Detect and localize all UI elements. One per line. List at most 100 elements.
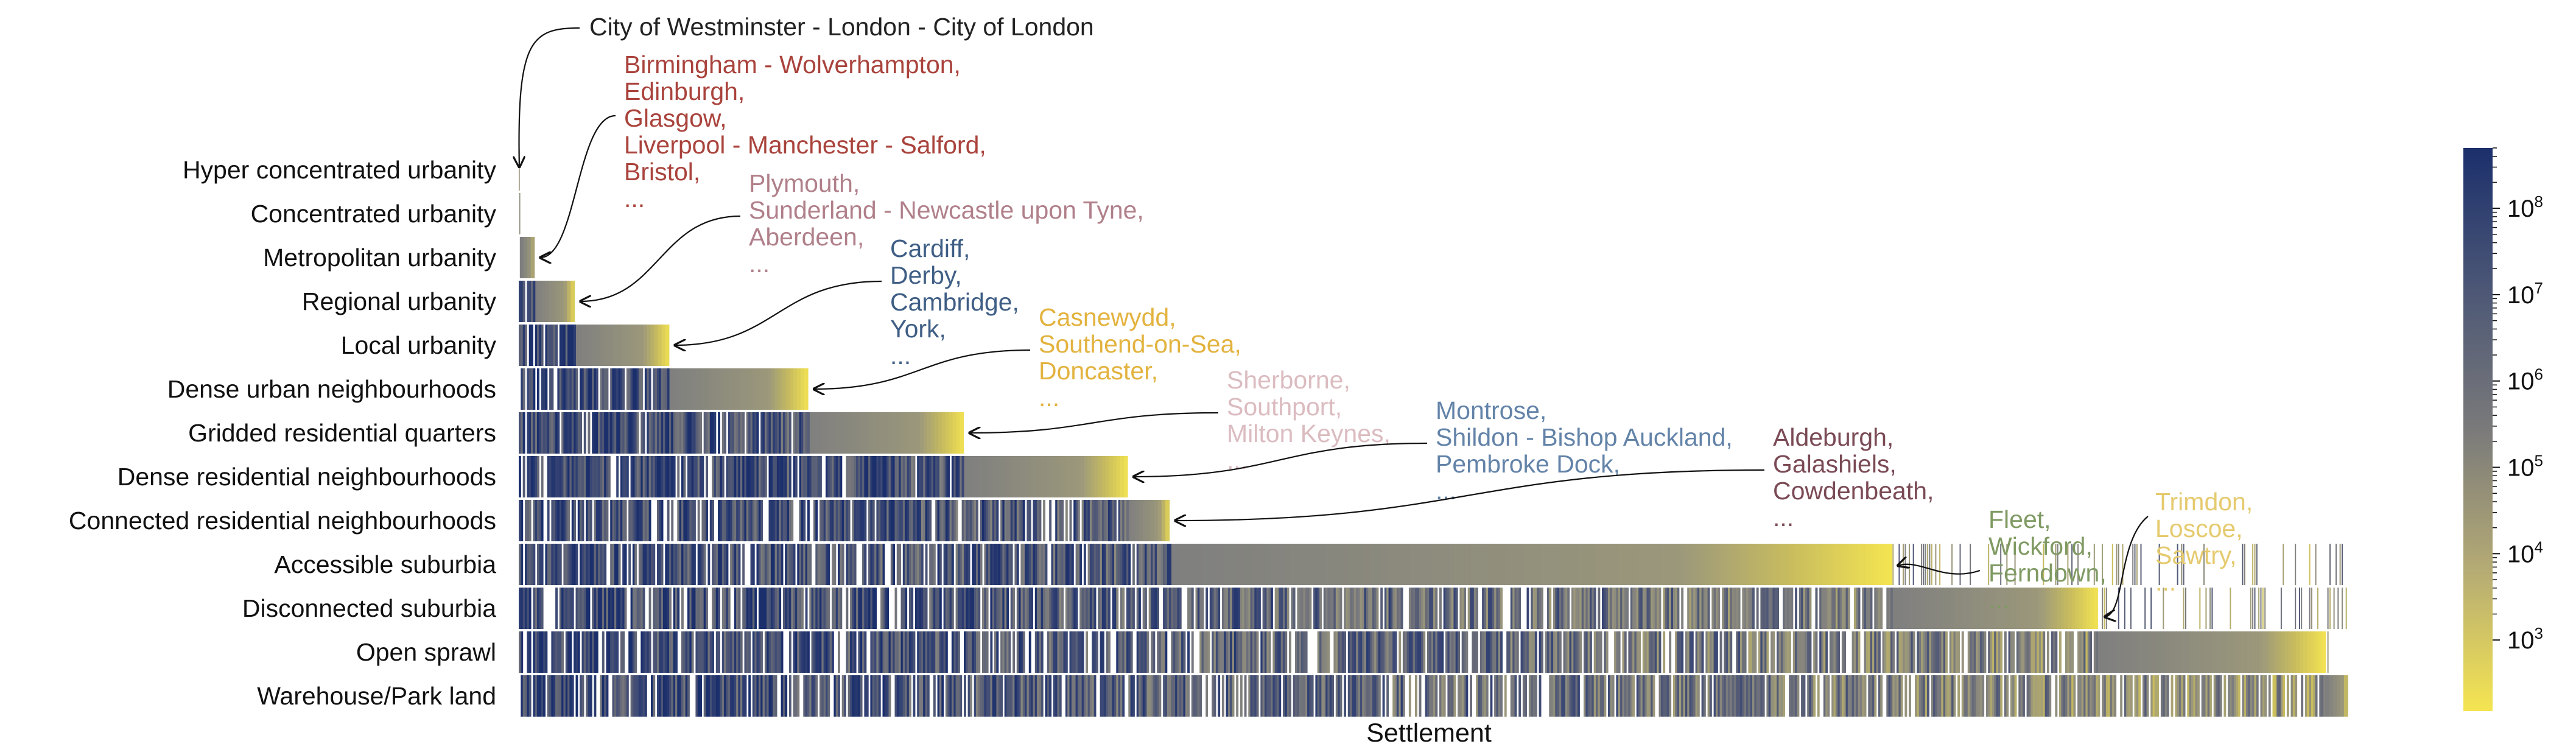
heatmap-cell: [581, 588, 584, 629]
heatmap-cell: [715, 631, 718, 673]
heatmap-cell: [1212, 675, 1215, 717]
heatmap-cell: [958, 588, 960, 629]
heatmap-cell: [2216, 675, 2218, 717]
heatmap-cell: [911, 588, 914, 629]
heatmap-cell: [1578, 631, 1580, 673]
heatmap-cell: [557, 675, 560, 717]
heatmap-cell: [2246, 675, 2248, 717]
heatmap-cell: [1492, 588, 1495, 629]
heatmap-cell: [1136, 675, 1139, 717]
heatmap-cell: [1654, 588, 1657, 629]
heatmap-cell: [2000, 631, 2003, 673]
heatmap-cell: [1150, 500, 1155, 541]
heatmap-cell: [1381, 544, 1385, 585]
heatmap-cell: [2152, 675, 2155, 717]
heatmap-cell: [545, 281, 550, 322]
heatmap-cell: [617, 325, 622, 366]
heatmap-cell: [1876, 631, 1879, 673]
heatmap-cell: [1965, 588, 1970, 629]
heatmap-cell: [2083, 588, 2087, 629]
heatmap-cell: [1392, 631, 1395, 673]
heatmap-cell: [1346, 588, 1349, 629]
heatmap-cell: [1618, 631, 1621, 673]
heatmap-cell: [665, 412, 668, 454]
heatmap-cell: [1604, 675, 1607, 717]
heatmap-cell: [1073, 675, 1076, 717]
heatmap-cell: [574, 412, 576, 454]
heatmap-cell: [657, 588, 659, 629]
heatmap-cell: [788, 544, 791, 585]
heatmap-cell: [1537, 544, 1542, 585]
heatmap-cell: [620, 631, 623, 673]
heatmap-cell: [1335, 675, 1338, 717]
heatmap-cell: [616, 412, 619, 454]
heatmap-cell: [868, 544, 871, 585]
heatmap-cell: [1272, 675, 1276, 717]
heatmap-cell: [644, 631, 647, 673]
heatmap-cell: [919, 631, 922, 673]
heatmap-cell: [632, 544, 635, 585]
heatmap-cell: [2123, 631, 2128, 673]
heatmap-cell: [854, 456, 857, 497]
heatmap-cell: [547, 675, 550, 717]
heatmap-cell: [919, 500, 922, 541]
heatmap-cell: [2189, 675, 2192, 717]
heatmap-cell: [634, 412, 637, 454]
heatmap-cell: [1455, 588, 1458, 629]
heatmap-cell: [1447, 588, 1450, 629]
heatmap-cell: [706, 588, 708, 629]
heatmap-cell: [872, 675, 875, 717]
heatmap-cell: [1055, 631, 1058, 673]
heatmap-cell: [547, 500, 550, 541]
annotation-label: Sherborne,Southport,Milton Keynes,...: [1227, 366, 1391, 474]
heatmap-cell: [925, 675, 928, 717]
heatmap-cell: [1890, 631, 1893, 673]
heatmap-cell: [1630, 631, 1633, 673]
heatmap-cell: [1126, 631, 1129, 673]
heatmap-cell: [1254, 631, 1257, 673]
heatmap-cell: [651, 456, 653, 497]
heatmap-cell: [767, 631, 770, 673]
heatmap-cell: [2311, 588, 2312, 629]
heatmap-cell: [822, 412, 827, 454]
heatmap-cell: [1476, 675, 1478, 717]
heatmap-cell: [776, 500, 779, 541]
heatmap-cell: [2313, 675, 2316, 717]
heatmap-cell: [1118, 631, 1121, 673]
heatmap-cell: [2242, 675, 2245, 717]
heatmap-cell: [1092, 544, 1095, 585]
heatmap-cell: [756, 368, 761, 410]
heatmap-cell: [2182, 631, 2186, 673]
heatmap-cell: [1053, 588, 1056, 629]
heatmap-cell: [2189, 631, 2194, 673]
heatmap-cell: [1720, 544, 1725, 585]
heatmap-cell: [768, 412, 771, 454]
heatmap-cell: [1610, 675, 1613, 717]
heatmap-cell: [856, 500, 858, 541]
heatmap-cell: [606, 675, 609, 717]
heatmap-cell: [575, 412, 578, 454]
heatmap-cell: [565, 500, 568, 541]
heatmap-cell: [1132, 675, 1135, 717]
heatmap-cell: [1679, 631, 1682, 673]
heatmap-cell: [746, 588, 749, 629]
heatmap-cell: [951, 456, 954, 497]
heatmap-cell: [1154, 675, 1157, 717]
heatmap-cell: [2026, 631, 2029, 673]
heatmap-cell: [1073, 588, 1076, 629]
heatmap-cell: [651, 675, 653, 717]
heatmap-cell: [1106, 500, 1109, 541]
heatmap-cell: [1140, 544, 1143, 585]
heatmap-cell: [1730, 588, 1733, 629]
heatmap-cell: [866, 675, 869, 717]
heatmap-cell: [1148, 675, 1151, 717]
heatmap-cell: [2071, 588, 2076, 629]
heatmap-cell: [2091, 675, 2094, 717]
heatmap-cell: [560, 281, 564, 322]
heatmap-cell: [1809, 588, 1812, 629]
heatmap-cell: [1087, 500, 1090, 541]
heatmap-cell: [538, 281, 542, 322]
heatmap-cell: [1206, 631, 1209, 673]
heatmap-cell: [1135, 500, 1140, 541]
heatmap-cell: [1805, 631, 1808, 673]
